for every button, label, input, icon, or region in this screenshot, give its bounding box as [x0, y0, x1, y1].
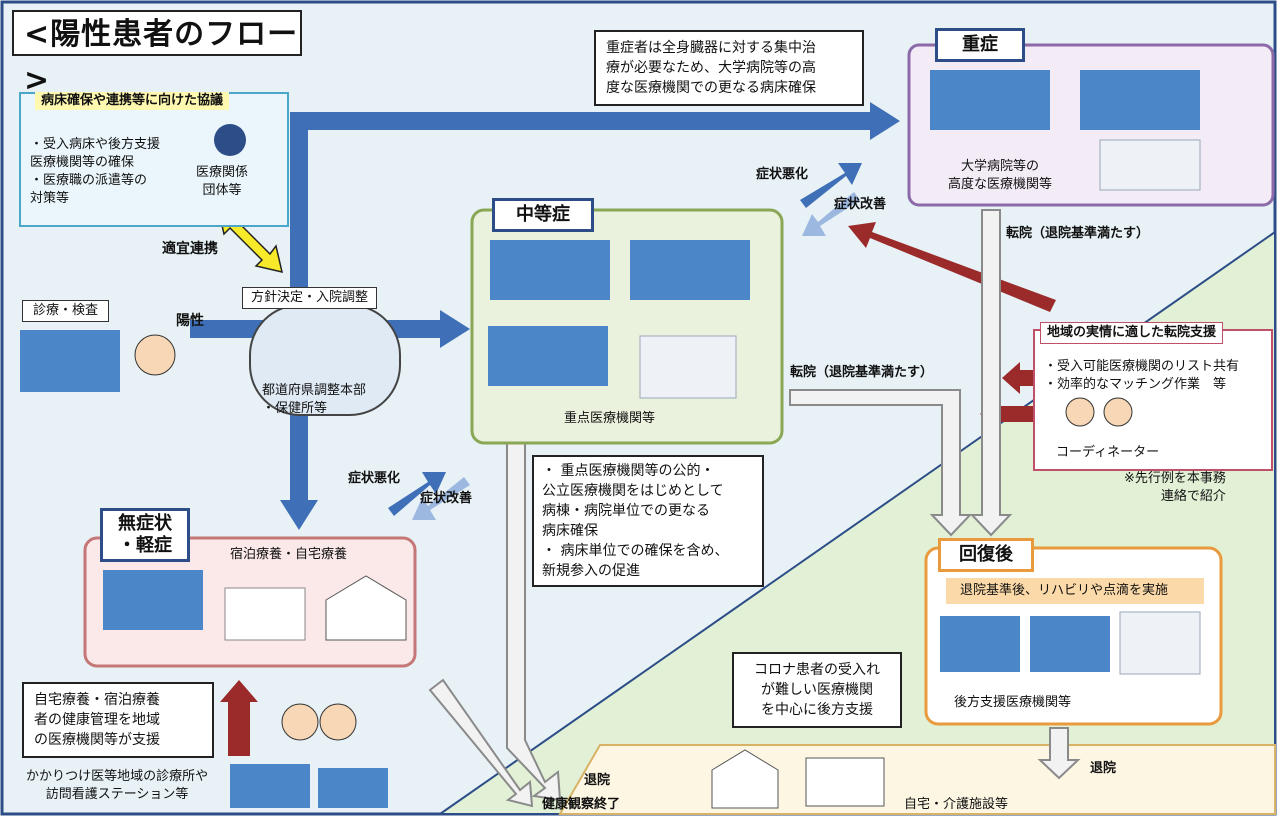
home-support-note: 自宅療養・宿泊療養者の健康管理を地域の医療機関等が支援: [22, 682, 214, 758]
home-care-label: 自宅・介護施設等: [904, 797, 1009, 812]
coordinator-label: コーディネーター: [1056, 445, 1160, 460]
severe-caption: 大学病院等の高度な医療機関等: [948, 159, 1053, 192]
transfer-footnote: ※先行例を本事務連絡で紹介: [1124, 471, 1226, 504]
rehab-hospital-icon-2: [1030, 616, 1110, 672]
coordination-label: 適宜連携: [162, 241, 218, 257]
moderate-note: ・ 重点医療機関等の公的・公立医療機関をはじめとして病棟・病院単位での更なる病床…: [532, 455, 764, 587]
recovery-banner-bg: [946, 578, 1204, 604]
severe-building-icons: [930, 70, 1200, 130]
red-arrows: [220, 222, 1056, 756]
clinic-caption: かかりつけ医等地域の診療所や訪問看護ステーション等: [26, 769, 209, 802]
rehab-hospital-icon: [940, 616, 1020, 672]
home-icon: [711, 749, 779, 809]
severe-header: 重症: [935, 28, 1025, 62]
hq-header: 方針決定・入院調整: [242, 287, 378, 309]
severe-note: 重症者は全身臓器に対する集中治療が必要なため、大学病院等の高度な医療機関での更な…: [594, 30, 864, 106]
worsen-label-mid: 症状悪化: [348, 471, 401, 486]
moderate-building-icons: [488, 240, 750, 386]
recovery-caption: 後方支援医療機関等: [954, 695, 1072, 710]
exam-label: 診療・検査: [22, 300, 110, 322]
discharge-label: 退院: [1090, 761, 1117, 776]
worsen-label-top: 症状悪化: [756, 167, 809, 182]
improve-label-mid: 症状改善: [420, 491, 473, 506]
doctor-icon: [281, 703, 319, 741]
moderate-caption: 重点医療機関等: [564, 411, 656, 426]
icu-bed-icon: [1099, 139, 1201, 191]
mild-caption: 宿泊療養・自宅療養: [230, 547, 348, 562]
coordinator-icon: [1065, 397, 1095, 427]
iv-patient-icon: [1119, 611, 1201, 675]
health-end-label: 健康観察終了: [542, 797, 621, 812]
patient-icon: [134, 334, 176, 376]
transfer-label-moderate: 転院（退院基準満たす）: [790, 365, 934, 380]
group-icon: [214, 124, 246, 156]
coordinator-doctor-icon: [1103, 397, 1133, 427]
council-box: [19, 92, 289, 227]
improve-label-top: 症状改善: [834, 197, 887, 212]
recovery-note: コロナ患者の受入れが難しい医療機関を中心に後方支援: [732, 652, 902, 728]
patient-bed-icon: [639, 335, 737, 399]
positive-label: 陽性: [176, 313, 204, 329]
council-text: ・受入病床や後方支援医療機関等の確保・医療職の派遣等の対策等: [30, 137, 161, 206]
clinic-icon: [20, 330, 120, 392]
recovery-header: 回復後: [938, 538, 1034, 572]
light-arrows: [412, 192, 860, 520]
house-icon: [325, 575, 407, 641]
transfer-label-severe: 転院（退院基準満たす）: [1006, 226, 1150, 241]
mild-header: 無症状・軽症: [100, 508, 190, 562]
transfer-support-header: 地域の実情に適した転院支援: [1040, 322, 1224, 344]
nurse-icon: [319, 703, 357, 741]
local-clinic-icon: [230, 764, 310, 808]
care-facility-icon: [805, 757, 885, 807]
nursing-station-icon: [318, 768, 388, 808]
recovery-banner: 退院基準後、リハビリや点滴を実施: [960, 583, 1169, 598]
transfer-support-text: ・受入可能医療機関のリスト共有・効率的なマッチング作業 等: [1044, 359, 1240, 392]
page-title: <陽性患者のフロー>: [12, 10, 302, 98]
grey-arrows: [428, 209, 1081, 808]
bed-icon: [224, 587, 306, 641]
moderate-header: 中等症: [492, 198, 594, 232]
hotel-icon: [103, 570, 203, 630]
hq-text: 都道府県調整本部・保健所等: [262, 383, 367, 416]
council-header: 病床確保や連携等に向けた協議: [35, 92, 230, 110]
council-org: 医療関係団体等: [196, 165, 249, 198]
discharge-label-left: 退院: [584, 773, 611, 788]
